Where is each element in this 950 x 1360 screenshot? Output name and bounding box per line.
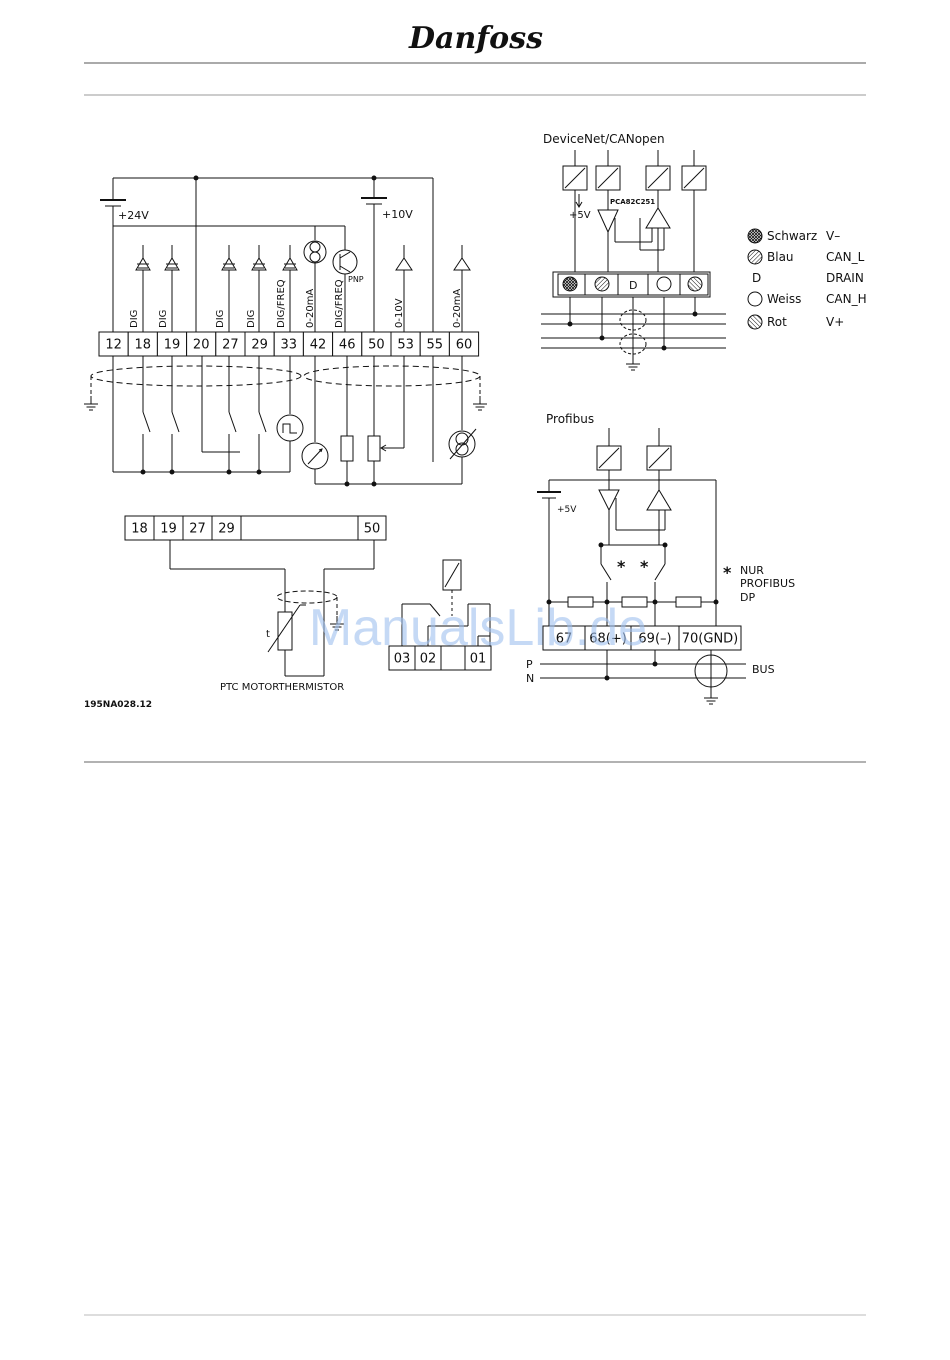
control-terminal-cell (273, 331, 304, 357)
control-terminal-cell (361, 331, 392, 357)
profibus-note-line-1: NUR (740, 564, 764, 577)
control-terminal-label: 55 (427, 338, 444, 353)
pnp-label: PNP (348, 275, 364, 284)
control-labels: +24V +10V PNP DIG DIG DIG DIG DIG/FREQ 0-20mA… (118, 208, 463, 328)
profibus-title: Profibus (546, 412, 594, 426)
devicenet-diagram (541, 150, 763, 371)
control-terminal-label: 19 (164, 338, 181, 353)
control-function-label: 0-20mA (452, 289, 463, 328)
profibus-terminal-label: 70(GND) (682, 632, 739, 647)
relay-terminal-cell (440, 645, 466, 671)
ptc-terminal-label: 19 (160, 522, 177, 537)
control-terminal-label: 53 (397, 338, 414, 353)
profibus-n-label: N (526, 672, 534, 685)
ptc-terminal-cell (357, 515, 387, 541)
profibus-diagram: 67 68(+) 69(–) 70(GND) (537, 428, 746, 705)
legend-signal: CAN_H (826, 292, 867, 306)
profibus-p-label: P (526, 658, 533, 671)
ptc-terminal-cell (240, 515, 359, 541)
ptc-label: PTC MOTORTHERMISTOR (220, 682, 344, 693)
profibus-terminal-cell (584, 625, 632, 651)
control-terminal-label: 46 (339, 338, 356, 353)
control-terminal-label: 33 (281, 338, 298, 353)
devicenet-5v-label: +5V (569, 210, 591, 221)
danfoss-logo: Danfoss (408, 21, 543, 56)
ptc-terminal-cell (124, 515, 155, 541)
control-function-label: DIG (158, 310, 169, 328)
control-function-label: 0-20mA (305, 289, 316, 328)
control-terminal-label: 18 (135, 338, 152, 353)
ptc-t-symbol: t (266, 629, 270, 640)
control-terminal-label: 12 (105, 338, 122, 353)
control-terminal-label: 42 (310, 338, 327, 353)
ptc-terminal-label: 18 (131, 522, 148, 537)
ptc-terminal-cell (182, 515, 213, 541)
profibus-note-line-2: PROFIBUS (740, 577, 795, 590)
relay-terminal-cell (414, 645, 442, 671)
profibus-note-line-3: DP (740, 591, 755, 604)
ptc-terminal-label: 50 (364, 522, 381, 537)
control-terminal-cell (448, 331, 480, 357)
control-terminal-label: 60 (456, 338, 473, 353)
profibus-note-star: * (723, 563, 732, 582)
control-terminal-cell (186, 331, 217, 357)
legend-color: D (752, 271, 761, 285)
profibus-terminal-label: 67 (556, 632, 573, 647)
control-terminal-cell (419, 331, 450, 357)
control-terminal-label: 27 (222, 338, 239, 353)
control-function-label: DIG (129, 310, 140, 328)
ptc-diagram: 18 19 27 29 50 (124, 515, 387, 677)
legend-signal: DRAIN (826, 271, 864, 285)
control-terminal-diagram: 12 18 19 20 27 29 33 42 46 50 53 55 60 (83, 175, 488, 487)
relay-diagram: 03 02 01 (388, 559, 492, 671)
ptc-terminal-label: 27 (189, 522, 206, 537)
ptc-terminal-label: 29 (218, 522, 235, 537)
control-function-label: DIG/FREQ (276, 279, 287, 328)
devicenet-legend: Schwarz V– Blau CAN_L D DRAIN Weiss CAN_H Rot V+ (752, 229, 867, 329)
devicenet-drain-symbol: D (629, 279, 637, 292)
profibus-terminal-cell (678, 625, 742, 651)
control-terminal-cell (332, 331, 363, 357)
profibus-5v-label: +5V (557, 505, 577, 515)
relay-terminal-cell (464, 645, 492, 671)
legend-color: Rot (767, 315, 787, 329)
header: Danfoss (84, 21, 866, 96)
drawing-id: 195NA028.12 (84, 700, 152, 710)
control-function-label: DIG (246, 310, 257, 328)
devicenet-title: DeviceNet/CANopen (543, 132, 665, 146)
control-function-label: 0-10V (394, 298, 405, 328)
supply-10v-label: +10V (382, 208, 413, 221)
legend-signal: CAN_L (826, 250, 865, 264)
relay-terminal-label: 02 (420, 652, 437, 667)
legend-color: Blau (767, 250, 794, 264)
profibus-star-2: * (640, 557, 649, 576)
watermark: ManualsLib.de (309, 599, 647, 657)
control-terminal-cell (390, 331, 421, 357)
legend-color: Weiss (767, 292, 801, 306)
profibus-star-1: * (617, 557, 626, 576)
ptc-terminal-cell (211, 515, 242, 541)
control-terminal-label: 29 (251, 338, 268, 353)
profibus-terminal-label: 68(+) (589, 632, 627, 647)
legend-color: Schwarz (767, 229, 817, 243)
profibus-terminal-cell (630, 625, 680, 651)
relay-terminal-label: 01 (470, 652, 487, 667)
profibus-bus-label: BUS (752, 663, 775, 676)
control-terminal-cell (244, 331, 275, 357)
supply-24v-label: +24V (118, 209, 149, 222)
control-terminal-label: 20 (193, 338, 210, 353)
legend-signal: V– (826, 229, 840, 243)
legend-signal: V+ (826, 315, 844, 329)
devicenet-chip-label: PCA82C251 (610, 198, 655, 206)
control-function-label: DIG (215, 310, 226, 328)
relay-terminal-label: 03 (394, 652, 411, 667)
control-terminal-cell (98, 331, 129, 357)
control-terminal-label: 50 (368, 338, 385, 353)
relay-terminal-cell (388, 645, 416, 671)
control-function-label: DIG/FREQ (334, 279, 345, 328)
profibus-terminal-label: 69(–) (638, 632, 671, 647)
